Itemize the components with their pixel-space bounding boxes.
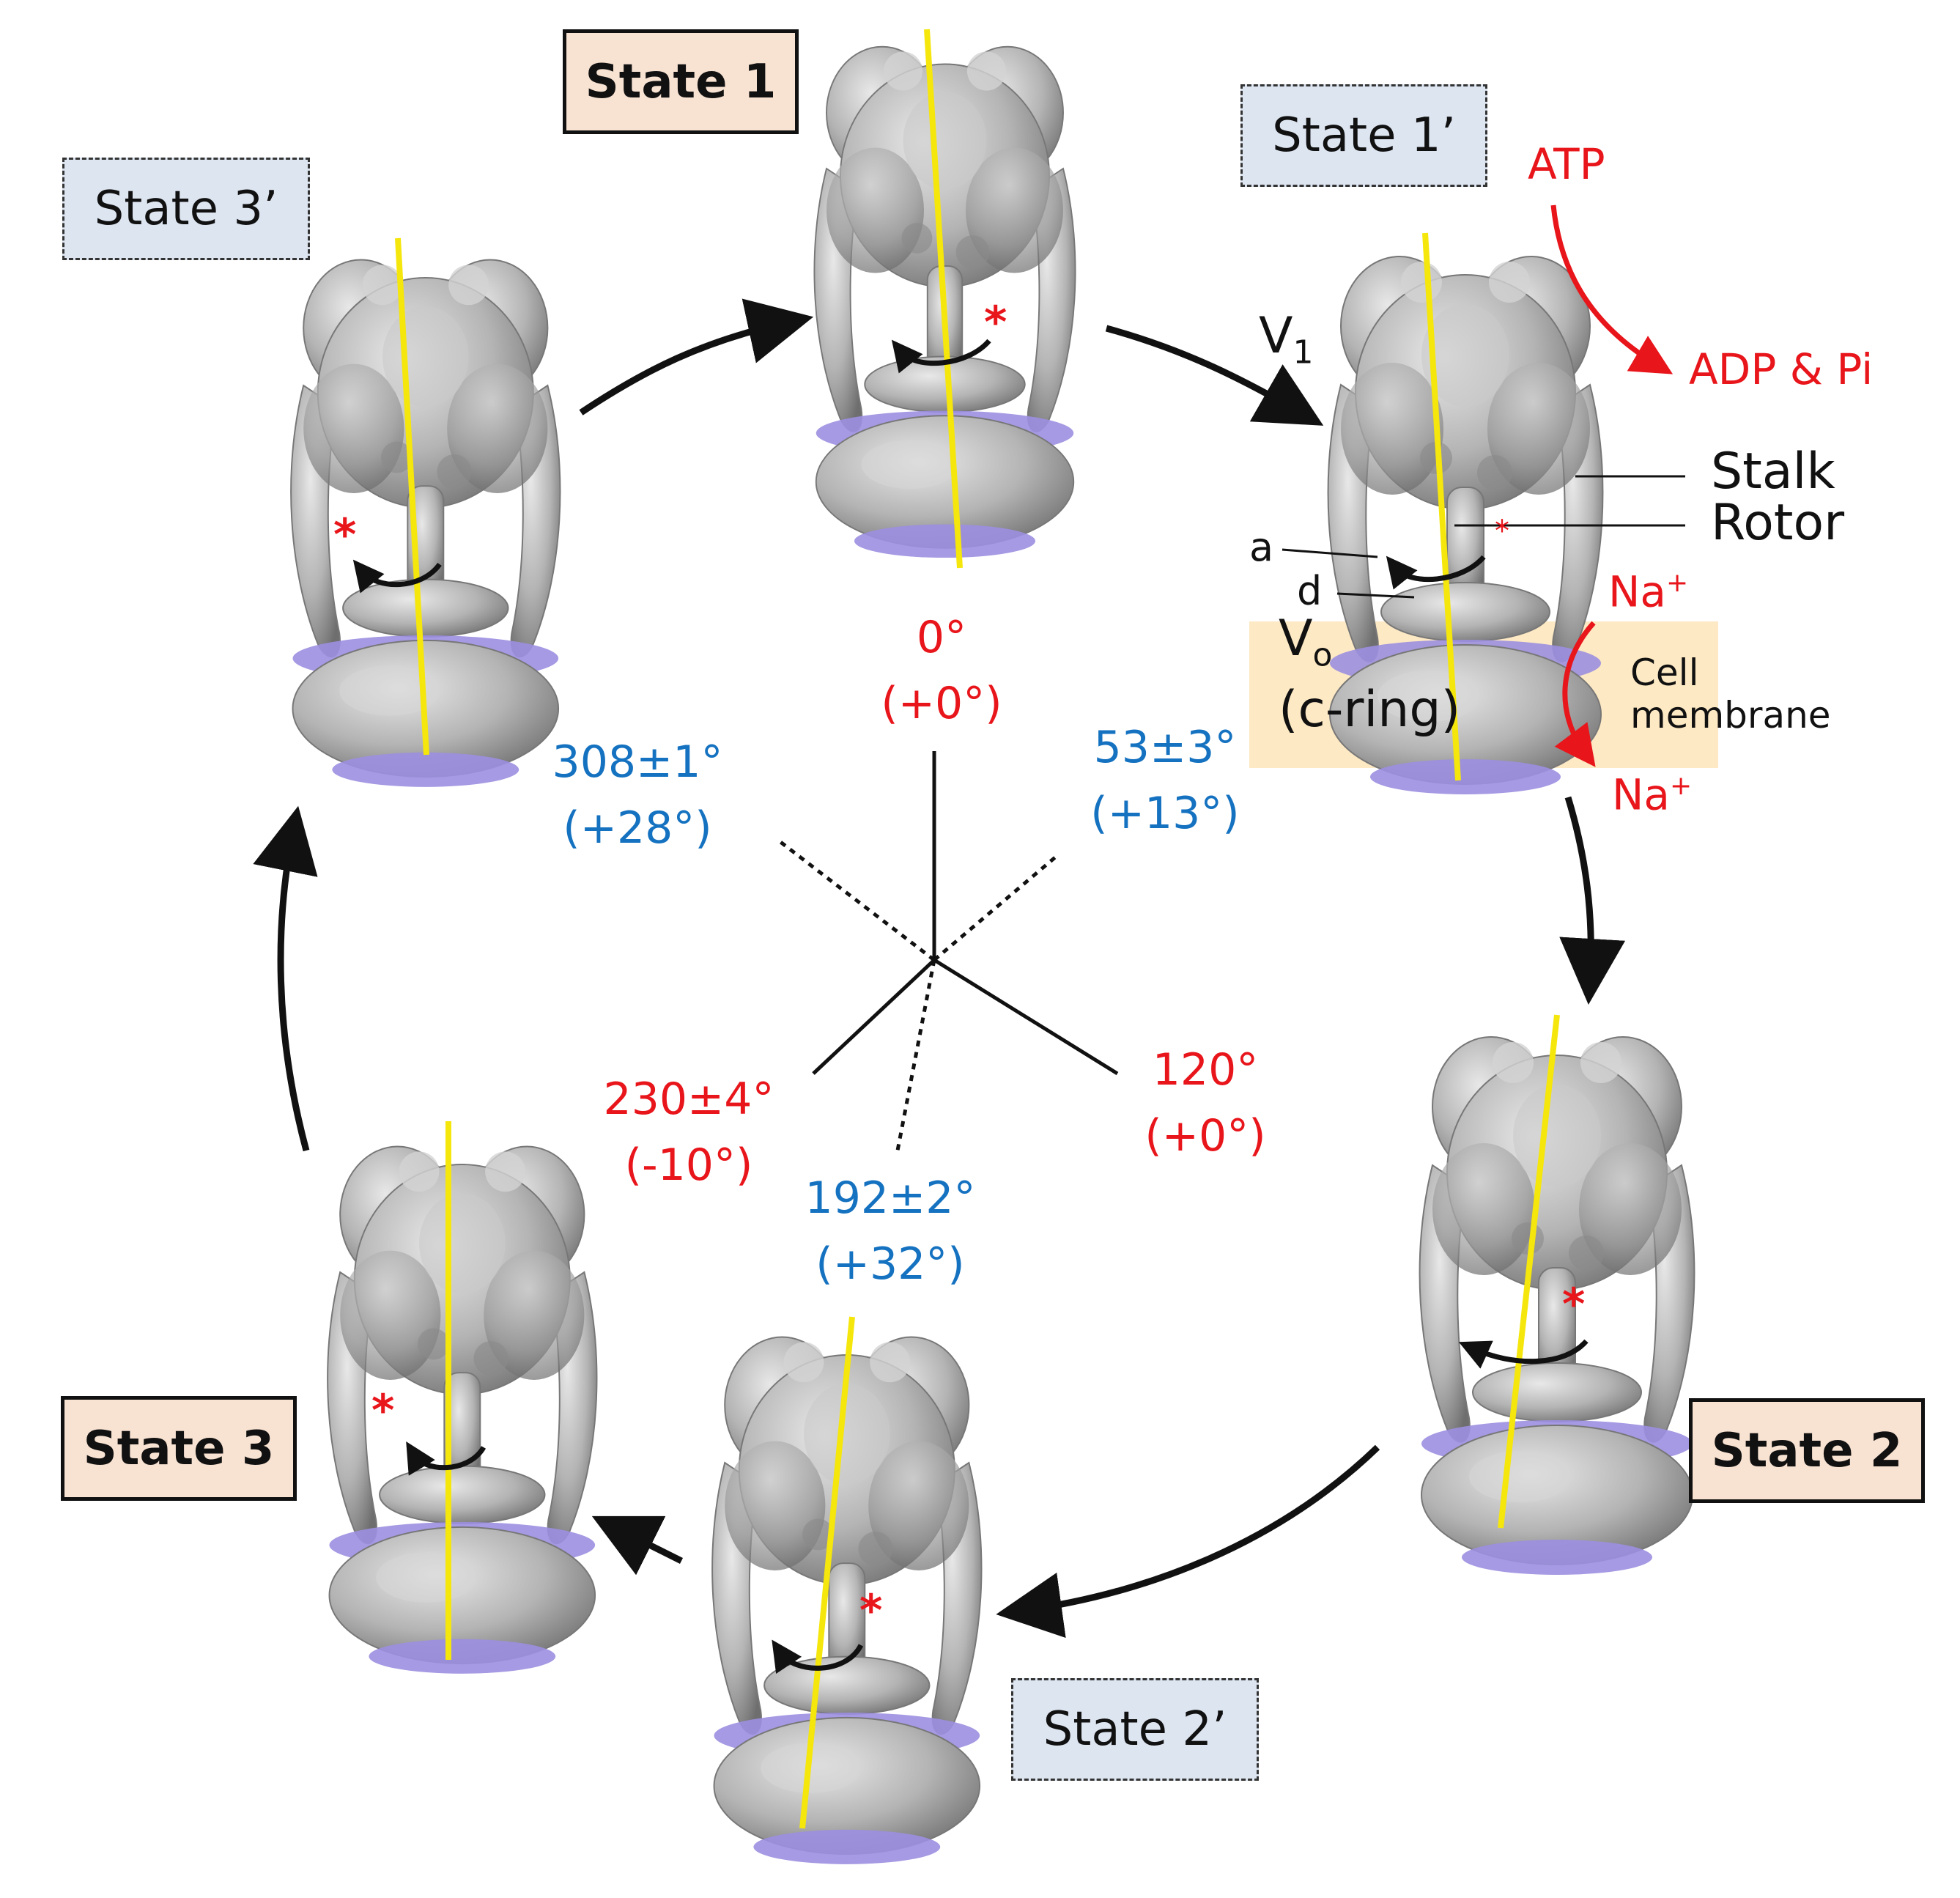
vo-label: Vo <box>1279 610 1333 674</box>
rotation-arrow <box>352 559 442 594</box>
rotor-axis-line <box>1498 1014 1560 1529</box>
rotation-arrow <box>891 339 991 374</box>
atp-label: ATP <box>1528 139 1605 189</box>
state3p-label: State 3’ <box>62 158 310 260</box>
angle-state2: 120°(+0°) <box>1144 1044 1266 1162</box>
rotor-axis-line <box>799 1316 855 1829</box>
subunit-a-label: a <box>1249 524 1274 570</box>
cycle-arrow-2p-to-3 <box>591 1515 684 1576</box>
asterisk-marker: * <box>1562 1279 1586 1330</box>
v1-label: V1 <box>1259 307 1314 372</box>
d-leader-line <box>1336 592 1415 599</box>
sodium-out-label: Na+ <box>1612 769 1693 820</box>
angle-state3: 230±4°(-10°) <box>603 1074 774 1191</box>
angle-state2p: 192±2°(+32°) <box>805 1173 976 1290</box>
stalk-label: Stalk <box>1711 443 1835 501</box>
cycle-arrow-3-to-3p <box>253 805 318 1152</box>
subunit-d-label: d <box>1297 568 1323 614</box>
state2p-label: State 2’ <box>1011 1678 1259 1781</box>
rotation-arrow <box>772 1639 864 1674</box>
atpase-model-state3 <box>327 1145 598 1674</box>
state2-label: State 2 <box>1689 1398 1925 1503</box>
rotor-axis-line <box>395 237 429 756</box>
cycle-arrow-3p-to-1 <box>579 298 814 416</box>
angle-state1p: 53±3°(+13°) <box>1090 722 1240 839</box>
asterisk-marker: * <box>859 1585 883 1636</box>
rotation-arrow <box>1458 1339 1589 1369</box>
angle-star <box>775 751 1119 1151</box>
rotation-arrow <box>1386 555 1486 590</box>
adp-pi-label: ADP & Pi <box>1689 344 1874 394</box>
rotor-label: Rotor <box>1711 494 1845 552</box>
atpase-model-state2 <box>1419 1036 1695 1576</box>
rotor-axis-line <box>1422 232 1461 781</box>
a-leader-line <box>1282 548 1378 558</box>
state1-label: State 1 <box>563 29 799 134</box>
sodium-transport-arrow <box>1554 621 1596 767</box>
asterisk-marker: * <box>371 1385 395 1436</box>
c-ring-label: (c-ring) <box>1279 681 1461 739</box>
angle-state1: 0°(+0°) <box>881 612 1002 729</box>
asterisk-marker: * <box>1495 514 1509 548</box>
asterisk-marker: * <box>333 509 357 561</box>
sodium-in-label: Na+ <box>1608 566 1689 617</box>
state3-label: State 3 <box>61 1396 297 1501</box>
state1p-label: State 1’ <box>1240 84 1487 187</box>
atp-hydrolysis-arrow <box>1550 204 1674 374</box>
angle-state3p: 308±1°(+28°) <box>552 736 723 854</box>
rotation-arrow <box>406 1441 487 1476</box>
atpase-model-state2p <box>711 1336 983 1865</box>
rotor-axis-line <box>924 29 963 569</box>
cycle-arrow-2-to-2p <box>996 1444 1380 1639</box>
cycle-arrow-1p-to-2 <box>1559 796 1626 1005</box>
asterisk-marker: * <box>984 297 1007 348</box>
cycle-arrow-1-to-1p <box>1105 325 1324 426</box>
